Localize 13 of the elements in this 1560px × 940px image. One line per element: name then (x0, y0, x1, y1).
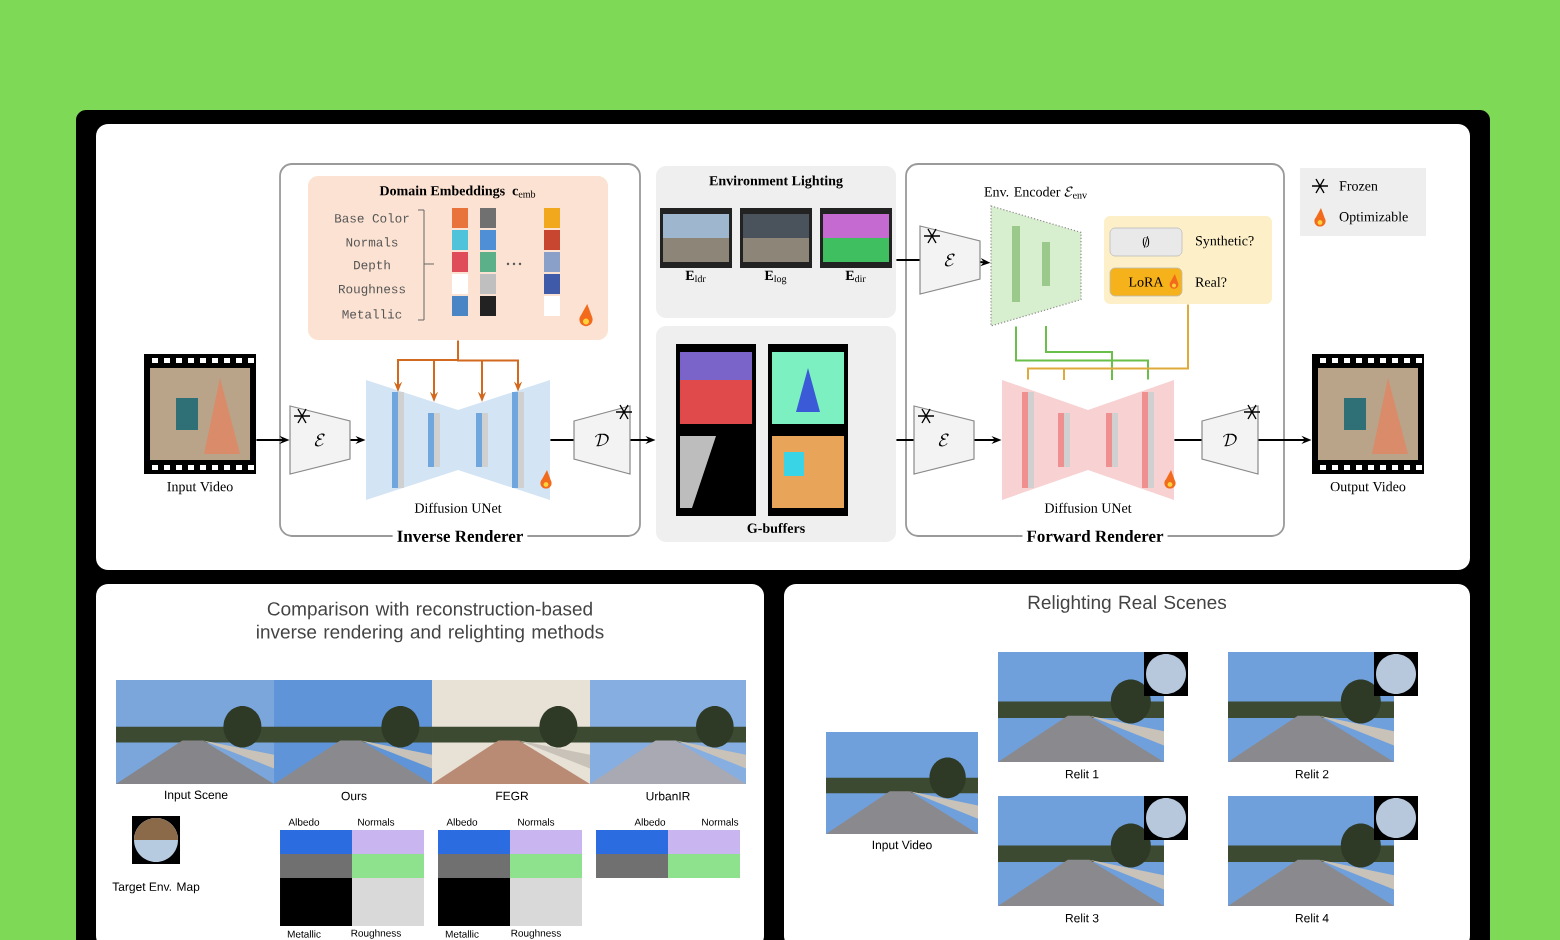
node-label: $\mathbf{E}_{\mathrm{ldr}}$ (685, 270, 706, 283)
encoder-block: $\mathcal{E}$ (289, 405, 351, 475)
decoder-block: $\mathcal{D}$ (573, 405, 631, 475)
node-label: $\mathbf{E}_{\mathrm{log}}$ (764, 270, 787, 285)
decoder-block: $\mathcal{D}$ (1201, 405, 1259, 475)
node-label: $\mathbf{E}_{\mathrm{dir}}$ (845, 270, 866, 283)
encoder-block: $\mathcal{E}$ (919, 225, 981, 295)
environment-map-picture: $\mathbf{E}_{\mathrm{dir}}$ (820, 208, 892, 283)
node-label: $\mathcal{E}_{\mathrm{env}}$ (1064, 186, 1088, 199)
encoder-block: $\mathcal{E}$ (913, 405, 975, 475)
null-chip: $\emptyset$ (1109, 227, 1183, 257)
environment-map-picture: $\mathbf{E}_{\mathrm{log}}$ (740, 208, 812, 285)
environment-map-picture: $\mathbf{E}_{\mathrm{ldr}}$ (660, 208, 732, 283)
